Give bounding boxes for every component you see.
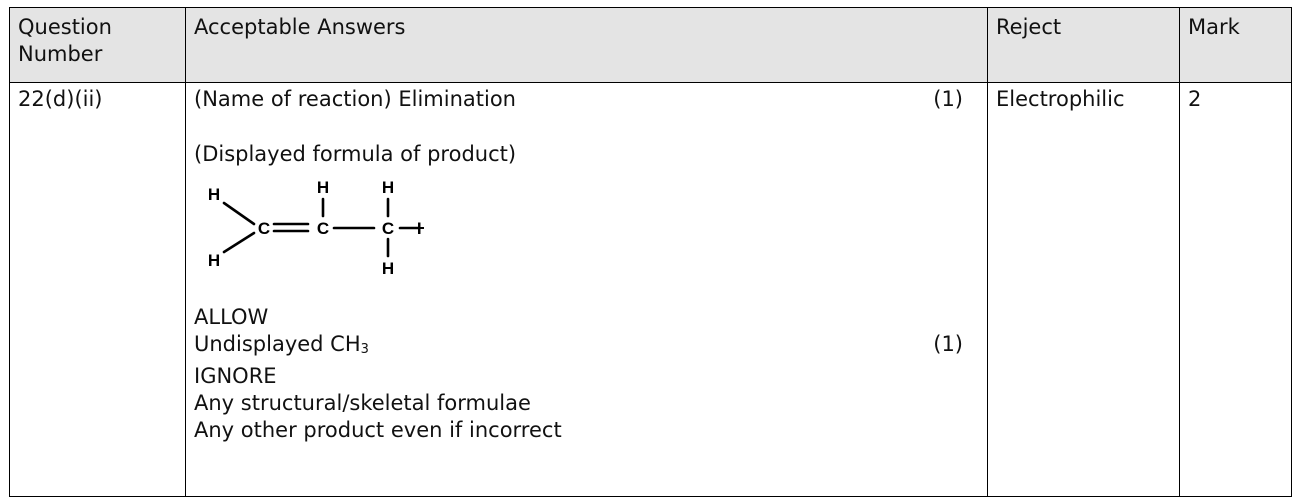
bond-h-c1-top	[222, 201, 256, 226]
atom-c: C	[258, 219, 270, 238]
atom-c: C	[382, 219, 394, 238]
undisplayed-subscript: 3	[360, 342, 369, 357]
question-number: 22(d)(ii)	[18, 87, 103, 111]
mark-total: 2	[1188, 87, 1202, 111]
spacer	[194, 113, 979, 141]
undisplayed-main: Undisplayed CH	[194, 332, 361, 356]
bond-h-c1-bottom	[222, 231, 256, 254]
mark-cell: 2	[1179, 82, 1292, 497]
answer-row: 22(d)(ii) (Name of reaction) Elimination…	[9, 82, 1292, 497]
header-mark-text: Mark	[1188, 15, 1240, 39]
atom-h: H	[382, 178, 394, 197]
reaction-name-line: (Name of reaction) Elimination (1)	[194, 86, 979, 113]
header-acceptable-answers-text: Acceptable Answers	[194, 15, 406, 39]
header-acceptable-answers: Acceptable Answers	[185, 7, 988, 83]
undisplayed-line: Undisplayed CH3 (1)	[194, 331, 979, 363]
ignore-item-2: Any other product even if incorrect	[194, 418, 562, 442]
bonds	[222, 197, 420, 258]
propene-displayed-formula: H H C H C H C H H	[208, 178, 424, 278]
header-row: Question Number Acceptable Answers Rejec…	[9, 7, 1292, 83]
atom-h: H	[417, 219, 424, 238]
mark-1: (1)	[933, 87, 963, 111]
mark-scheme-table: Question Number Acceptable Answers Rejec…	[9, 7, 1292, 497]
reaction-name-text: (Name of reaction) Elimination	[194, 87, 516, 111]
mark-2: (1)	[933, 332, 963, 356]
allow-label: ALLOW	[194, 305, 269, 329]
header-reject-text: Reject	[996, 15, 1062, 39]
atoms: H H C H C H C H H	[208, 178, 424, 278]
ignore-label: IGNORE	[194, 364, 277, 388]
atom-c: C	[317, 219, 329, 238]
header-question-number: Question Number	[9, 7, 186, 83]
question-number-cell: 22(d)(ii)	[9, 82, 186, 497]
atom-h: H	[317, 178, 329, 197]
reject-cell: Electrophilic	[987, 82, 1180, 497]
atom-h: H	[208, 251, 220, 270]
displayed-formula-label: (Displayed formula of product)	[194, 142, 517, 166]
header-question-number-text: Question Number	[18, 15, 112, 66]
header-mark: Mark	[1179, 7, 1292, 83]
acceptable-answers-cell: (Name of reaction) Elimination (1) (Disp…	[185, 82, 988, 497]
ignore-item-1: Any structural/skeletal formulae	[194, 391, 531, 415]
undisplayed-text: Undisplayed CH3	[194, 331, 369, 363]
atom-h: H	[208, 185, 220, 204]
header-reject: Reject	[987, 7, 1180, 83]
reject-text: Electrophilic	[996, 87, 1125, 111]
atom-h: H	[382, 259, 394, 278]
